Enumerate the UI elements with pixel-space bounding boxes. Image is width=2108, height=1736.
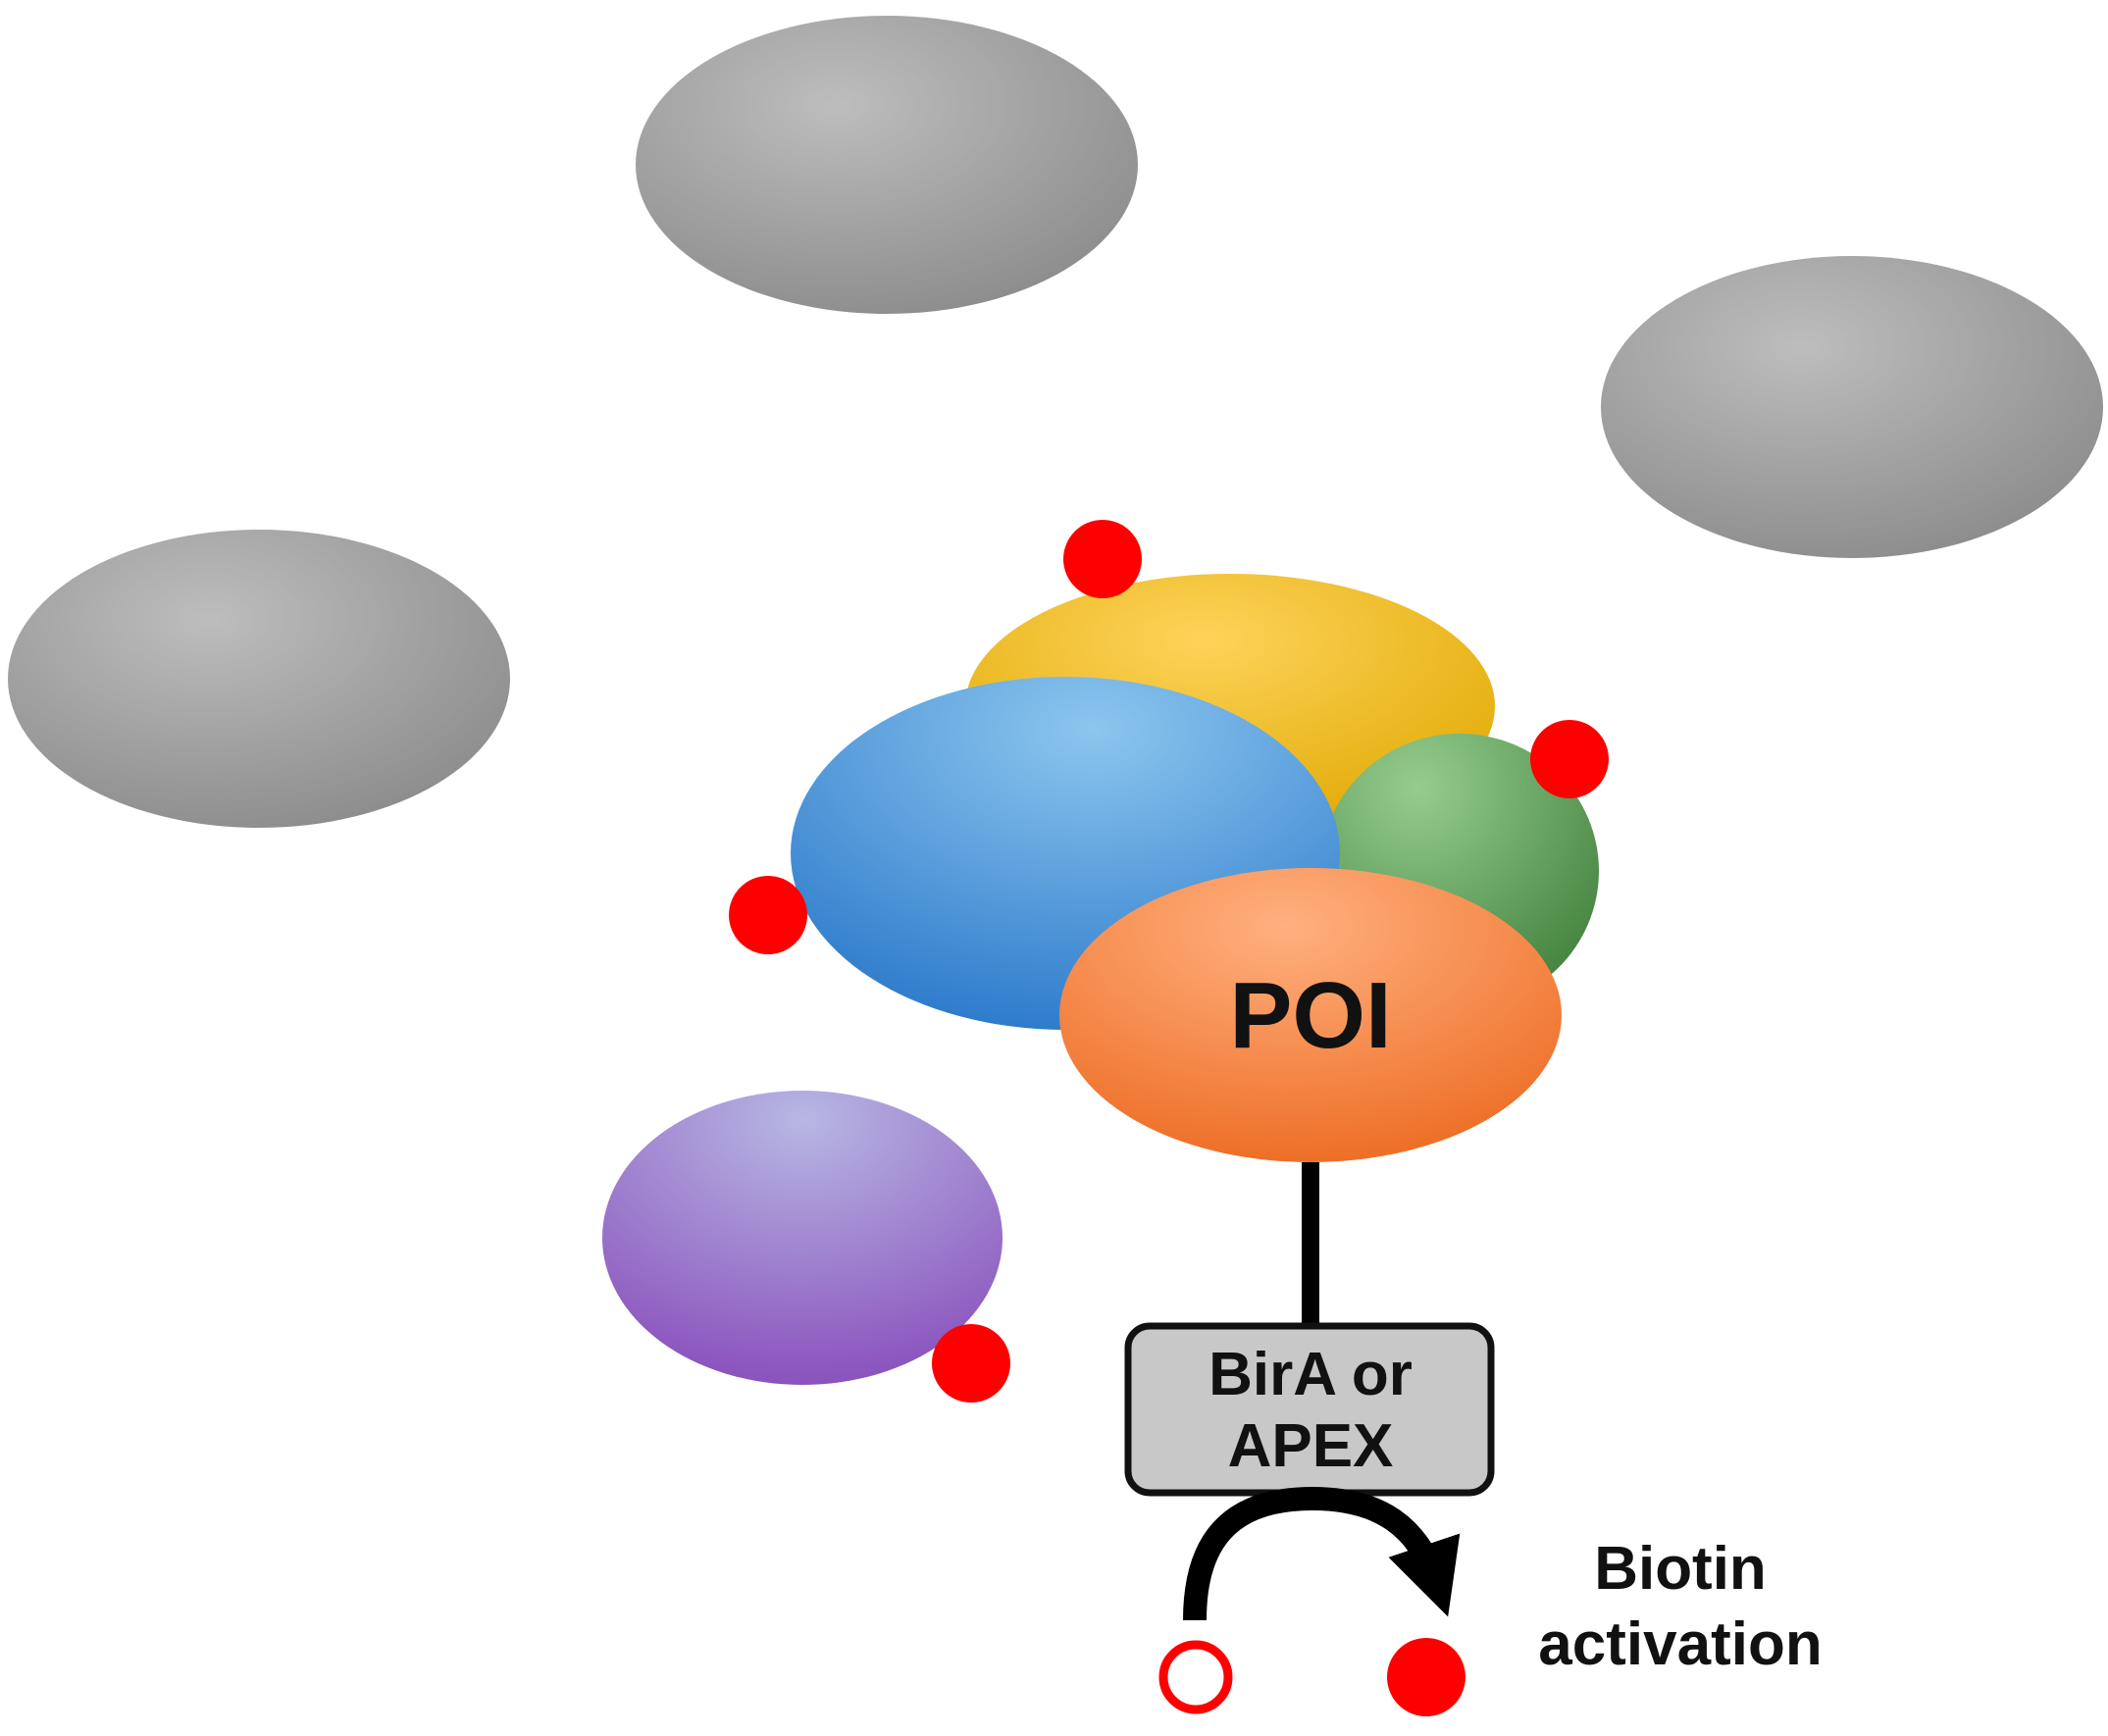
biotin-label-blue [729,876,807,954]
poi-label: POI [1229,963,1391,1068]
distant-protein-top [636,16,1138,314]
enzyme-label-line2: APEX [1228,1412,1394,1480]
poi-protein [1059,868,1562,1162]
biotin-activation-label-line2: activation [1538,1610,1822,1678]
biotin-label-purple [932,1324,1010,1403]
inactive-biotin-icon [1158,1640,1233,1714]
purple-interactor-protein [602,1091,1003,1385]
activation-arrow [1183,1486,1461,1621]
distant-protein-right [1601,256,2103,558]
biotin-activation-label-line1: Biotin [1594,1535,1767,1603]
enzyme-label-line1: BirA or [1208,1341,1413,1408]
distant-protein-left [8,530,510,828]
active-biotin-icon [1387,1638,1465,1716]
biotin-label-green [1530,720,1609,798]
biotin-label-yellow [1063,520,1142,598]
